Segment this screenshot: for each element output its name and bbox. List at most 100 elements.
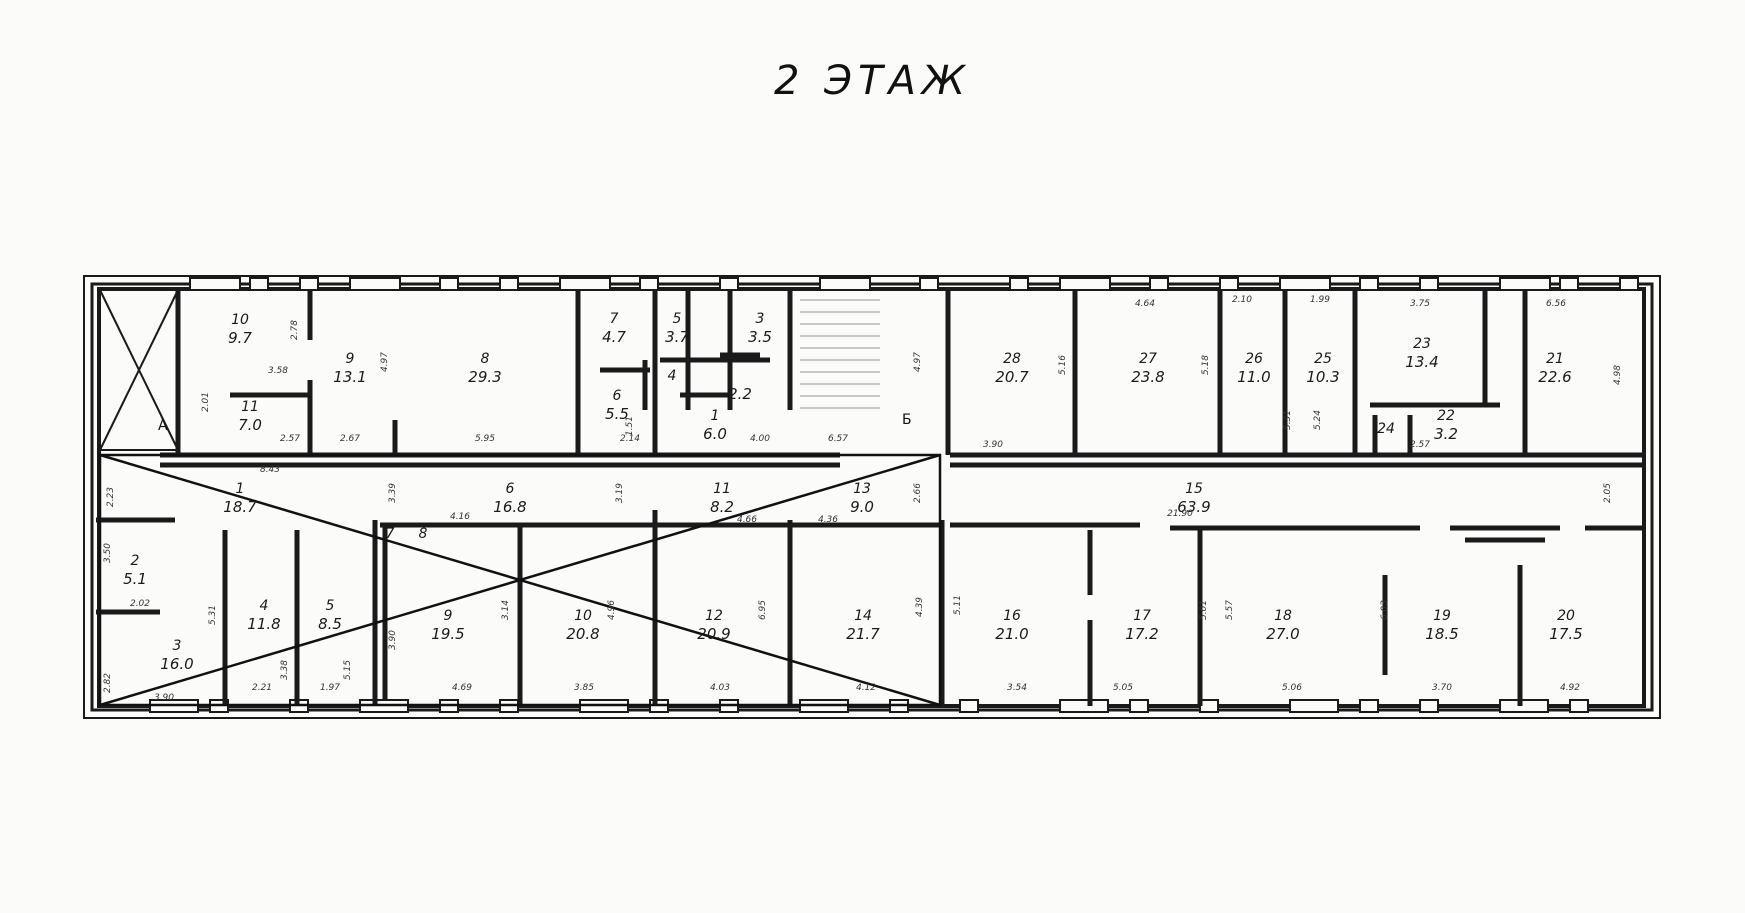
window	[559, 277, 611, 291]
dimension-label: 5.16	[1058, 355, 1068, 375]
room-number: 20	[1557, 608, 1575, 624]
dimension-label: 5.31	[208, 605, 218, 625]
dimension-label: 4.39	[915, 597, 925, 617]
room-area: 3.5	[748, 328, 772, 346]
room-area: 27.0	[1266, 625, 1299, 643]
window	[1359, 277, 1379, 291]
room-number: 6	[613, 388, 622, 404]
room-number: 1	[711, 408, 720, 424]
room-number: 17	[1133, 608, 1151, 624]
dimension-label: 2.02	[130, 599, 150, 609]
dimension-label: 2.10	[1232, 295, 1252, 305]
room-number: 4	[260, 598, 269, 614]
window	[1059, 277, 1111, 291]
room-number: 2	[131, 553, 140, 569]
room-number: 11	[713, 481, 731, 497]
room-number: 10	[231, 312, 249, 328]
window	[499, 277, 519, 291]
room-label: 33.5	[748, 311, 772, 346]
dimension-label: 4.64	[1135, 299, 1155, 309]
dimension-label: 5.01	[1199, 600, 1209, 620]
room-area: 18.5	[1425, 625, 1458, 643]
window	[1499, 699, 1549, 713]
dimension-label: 2.57	[1410, 440, 1430, 450]
room-number: 14	[854, 608, 872, 624]
room-label: 118.7	[223, 481, 257, 516]
room-area: 4.7	[602, 328, 626, 346]
dimension-label: 3.70	[1432, 683, 1452, 693]
stair-center	[800, 299, 880, 409]
interior-walls	[96, 289, 1644, 706]
dimension-label: 4.36	[818, 515, 838, 525]
room-area: 63.9	[1177, 498, 1210, 516]
window	[959, 699, 979, 713]
window	[1129, 699, 1149, 713]
window	[1619, 277, 1639, 291]
room-label: 316.0	[160, 638, 193, 673]
room-number: 3	[756, 311, 765, 327]
room-number: 3	[173, 638, 182, 654]
room-area: 21.0	[995, 625, 1028, 643]
dimension-label: 8.43	[260, 465, 280, 475]
window	[819, 277, 871, 291]
room-area: 17.2	[1125, 625, 1158, 643]
window	[1059, 699, 1109, 713]
dimension-label: 4.98	[1613, 365, 1623, 385]
room-label: 118.2	[710, 481, 734, 516]
room-number: 21	[1546, 351, 1564, 367]
room-label: 53.7	[665, 311, 689, 346]
window	[1569, 699, 1589, 713]
room-area: 8.2	[710, 498, 734, 516]
dimension-label: 6.95	[758, 600, 768, 620]
dimension-label: 1.99	[1310, 295, 1330, 305]
room-label: 7	[386, 526, 395, 542]
room-number: 5	[673, 311, 682, 327]
room-number: 26	[1245, 351, 1263, 367]
room-area: 29.3	[468, 368, 501, 386]
room-labels: 109.7913.1829.374.753.733.542.2117.065.5…	[123, 311, 1583, 673]
room-label: 223.2	[1434, 408, 1458, 443]
room-area: 10.3	[1306, 368, 1339, 386]
room-number: 8	[481, 351, 490, 367]
room-label: 74.7	[602, 311, 626, 346]
dimension-label: 2.82	[103, 673, 113, 693]
room-area: 7.0	[238, 416, 262, 434]
room-area: 18.7	[223, 498, 257, 516]
dimension-label: 3.90	[154, 693, 174, 703]
window	[1009, 277, 1029, 291]
dimension-label: 5.11	[953, 595, 963, 615]
window	[1419, 699, 1439, 713]
room-area: 20.7	[995, 368, 1029, 386]
room-number: 28	[1003, 351, 1021, 367]
room-area: 20.9	[697, 625, 730, 643]
dimension-label: 4.96	[607, 600, 617, 620]
dimension-label: 5.18	[1201, 355, 1211, 375]
dimension-label: 2.66	[913, 483, 923, 503]
room-area: 17.5	[1549, 625, 1582, 643]
window	[1419, 277, 1439, 291]
window	[1149, 277, 1169, 291]
room-label: 58.5	[318, 598, 342, 633]
dimension-label: 5.05	[1113, 683, 1133, 693]
dimension-label: 3.90	[388, 630, 398, 650]
dimension-label: 4.00	[750, 434, 770, 444]
dimension-label: 4.12	[856, 683, 876, 693]
dimension-label: 4.97	[913, 352, 923, 372]
dimension-label: 1.97	[320, 683, 340, 693]
room-number: 24	[1377, 421, 1395, 437]
dimension-label: 4.66	[737, 515, 757, 525]
window	[1279, 277, 1331, 291]
dimension-label: 3.75	[1410, 299, 1430, 309]
room-area: 6.0	[703, 425, 727, 443]
room-area: 2.2	[728, 385, 752, 403]
dimension-label: 4.16	[450, 512, 470, 522]
window	[299, 277, 319, 291]
room-area: 9.0	[850, 498, 874, 516]
dimension-label: 3.54	[1007, 683, 1027, 693]
